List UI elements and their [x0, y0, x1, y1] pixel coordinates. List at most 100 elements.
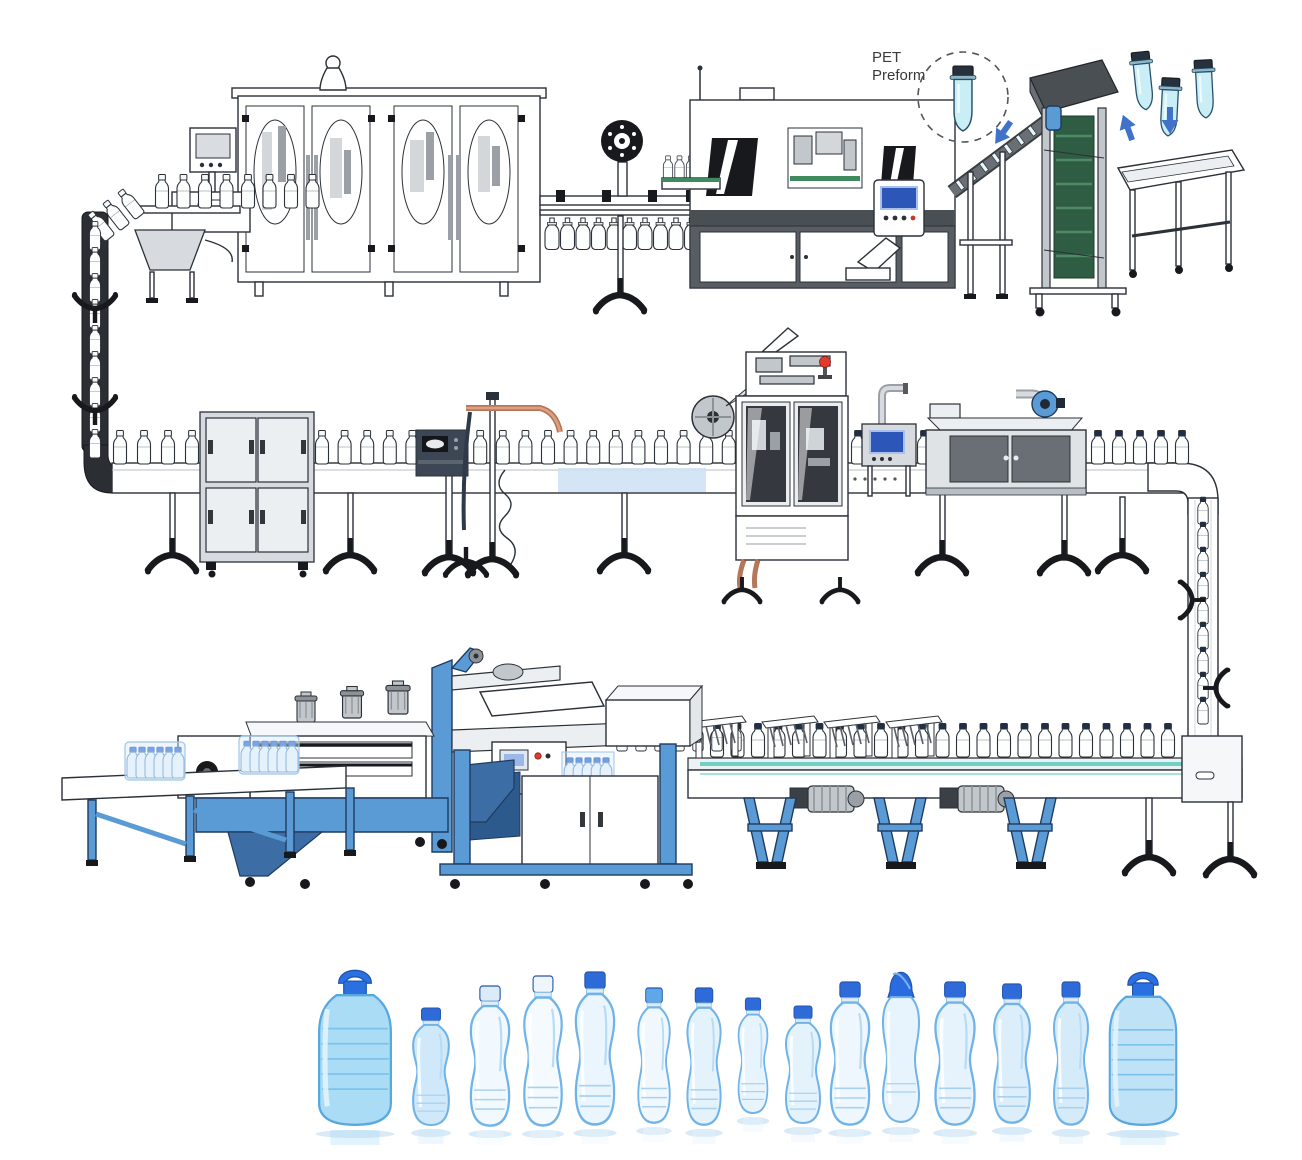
pet-preform-icon — [949, 65, 977, 132]
pet-bottle — [993, 983, 1031, 1124]
lane-divider — [885, 715, 943, 759]
film-roller-icon — [492, 663, 524, 681]
bottle — [621, 217, 638, 251]
bottle — [996, 723, 1012, 758]
bottle — [197, 174, 213, 209]
bottle — [89, 351, 101, 381]
shrink-wrapped-pack — [239, 736, 299, 774]
bottle — [590, 217, 607, 251]
pet-bottle — [637, 987, 671, 1124]
bottle — [473, 430, 488, 465]
bottle — [1153, 430, 1169, 465]
bottle — [240, 174, 256, 209]
flow-arrow-icon — [1119, 114, 1136, 142]
bottle — [652, 217, 669, 251]
bottle — [518, 430, 533, 465]
rinse-bowl — [134, 229, 233, 303]
bottle-shadow — [1106, 1130, 1180, 1138]
bottle — [1160, 723, 1176, 758]
bottle — [1132, 430, 1148, 465]
pet-bottle — [881, 971, 921, 1123]
bottle — [812, 723, 827, 758]
bottle-reflection — [529, 1130, 557, 1145]
bottle — [495, 430, 510, 465]
bottle — [1111, 430, 1127, 465]
beacon-light-icon — [818, 356, 832, 379]
bottle-reflection — [1059, 1129, 1083, 1144]
pet-preform-icon — [1129, 50, 1154, 111]
bottle — [314, 430, 330, 465]
pet-bottle — [317, 969, 393, 1126]
bottle — [382, 430, 397, 465]
rinsing-filling-capping-monoblock — [129, 55, 547, 303]
bottle — [154, 174, 170, 209]
bottle-shadow — [828, 1129, 872, 1137]
bottle — [219, 174, 234, 209]
bottle-shadow — [736, 1117, 770, 1125]
bottle — [653, 430, 669, 465]
bottle — [540, 430, 556, 465]
packer-hood — [604, 684, 704, 747]
shrink-wrapped-pack — [125, 742, 185, 780]
bottle — [637, 217, 653, 251]
elevator-belt — [1053, 115, 1095, 279]
bottle — [117, 188, 145, 220]
molder-console — [845, 179, 925, 281]
flow-arrow-icon — [995, 119, 1014, 144]
pet-preform-label-line1: PET — [872, 49, 901, 66]
bottle-shadow — [410, 1129, 452, 1137]
bottle — [1197, 696, 1209, 725]
dashed-circle — [917, 51, 1009, 143]
coiled-cable — [498, 469, 516, 565]
film-roll-icon — [691, 395, 735, 439]
inspection-cabinet — [199, 411, 315, 578]
bottle-reflection — [330, 1130, 380, 1145]
bottle-shadow — [932, 1129, 978, 1137]
shrink-wrap-packer — [431, 647, 704, 889]
bottle — [750, 723, 766, 758]
bottle — [160, 430, 176, 465]
bottle — [1140, 723, 1155, 758]
bottom-right-corner — [1181, 735, 1257, 879]
door-windows — [253, 119, 511, 225]
bottle-reflection — [476, 1130, 504, 1145]
bottle-reflection — [418, 1129, 444, 1144]
top-row-bottles — [87, 155, 720, 459]
inkjet-date-coder — [415, 392, 563, 579]
bottle-shadow — [636, 1127, 672, 1135]
bottle — [674, 155, 685, 181]
bottle — [559, 217, 576, 251]
blow-molding-machine — [661, 65, 956, 289]
bottle — [586, 430, 601, 465]
bottle-reflection — [941, 1129, 969, 1144]
preform-hopper-and-elevator — [947, 59, 1246, 317]
pet-bottle — [934, 981, 976, 1126]
pet-preform-annotation: PET Preform — [872, 49, 1216, 144]
bottle — [608, 430, 623, 465]
bottle — [955, 723, 971, 758]
bottle-reflection — [642, 1127, 666, 1142]
door-hinges — [242, 115, 525, 252]
bottom-conveyor-legs — [743, 797, 1176, 877]
bottle — [935, 723, 950, 758]
bottle — [184, 430, 200, 465]
blower-fan-icon — [601, 120, 643, 197]
bottle — [1017, 723, 1032, 758]
bottle-shadow — [521, 1130, 565, 1138]
bottle — [631, 430, 646, 465]
bottle — [176, 174, 191, 209]
bottle — [262, 174, 277, 209]
bottle — [283, 174, 299, 209]
bottle — [112, 430, 128, 465]
bottle — [89, 325, 101, 355]
bottle-shadow — [685, 1129, 723, 1137]
bottle — [1197, 521, 1209, 550]
bottle — [1058, 723, 1073, 758]
bottle — [1037, 723, 1053, 758]
bottle-reflection — [1120, 1130, 1166, 1145]
bottle — [1119, 723, 1135, 758]
bottle-reflection — [692, 1129, 716, 1144]
pet-preform-icon — [1191, 59, 1216, 119]
preform-hopper-table — [1116, 149, 1246, 278]
